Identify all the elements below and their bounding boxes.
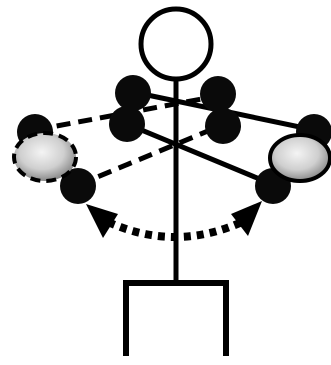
arrowhead-right-icon	[231, 201, 262, 236]
head-outline	[141, 9, 211, 79]
arrowhead-left-icon	[86, 204, 118, 238]
joint-left-shoulder-bottom	[109, 106, 145, 142]
hand-left	[14, 133, 76, 181]
hand-right	[270, 135, 330, 181]
joint-right-shoulder-top	[200, 76, 236, 112]
joint-left-shoulder-top	[115, 75, 151, 111]
joint-right-shoulder-bottom	[205, 108, 241, 144]
hips-frame	[126, 283, 226, 356]
